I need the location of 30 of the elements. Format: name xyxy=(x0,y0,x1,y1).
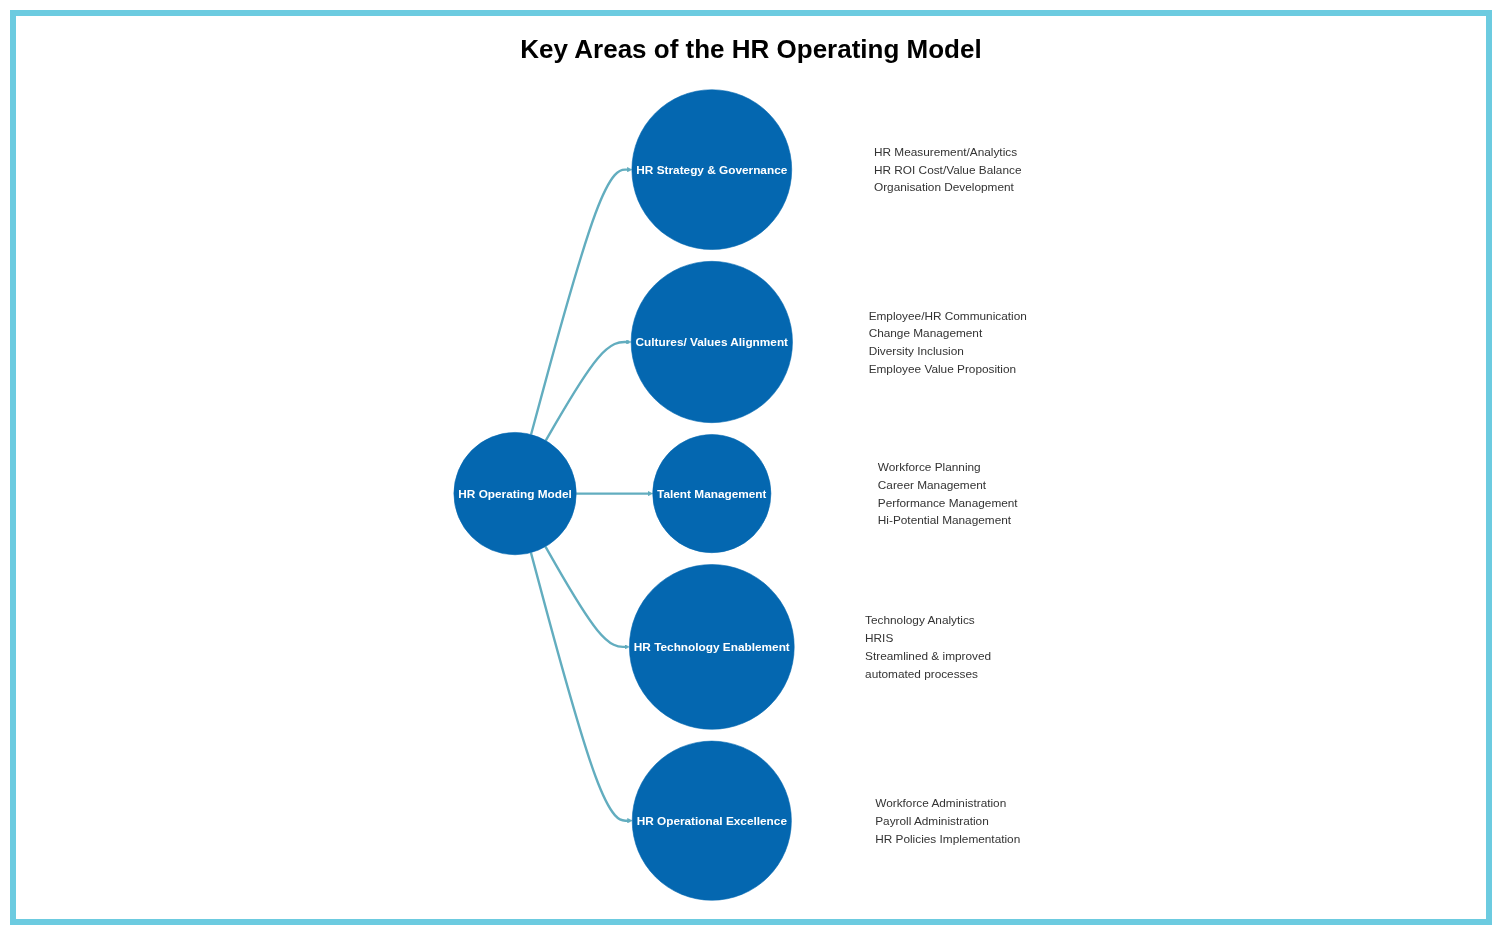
node-label: Workforce Administration xyxy=(875,796,1007,810)
node-circle xyxy=(453,432,577,556)
node-label: HR Measurement/Analytics xyxy=(873,145,1018,159)
node-label: Employee/HR Communication xyxy=(868,308,1027,322)
arrow xyxy=(544,339,632,442)
node-label: Payroll Administration xyxy=(875,814,989,828)
node-label: HR ROI Cost/Value Balance xyxy=(873,163,1022,177)
node-circle xyxy=(631,89,792,250)
node-label: HR Policies Implementation xyxy=(875,831,1021,845)
node-label: Technology Analytics xyxy=(865,613,975,627)
node-label: HRIS xyxy=(865,631,894,645)
hub-diagram: HR Operating Model HR Strategy & Governance Cultures/ Values Alignment Talent Management HR Technology Enablement HR Operational Excellence HR Measurement/Analytics HR ROI Cost/Value Balance Organisation Development Employee/HR Communication Change Management Diversity Inclusion Employee Value Proposition Workforce Planning Career Management Performance Management Hi-Potential Management Technology Analytics HRIS Streamlined & improved automated processes Workforce Administration Payroll Administration HR Policies Implementation xyxy=(16,85,1486,905)
node-circle xyxy=(652,434,772,553)
arrow xyxy=(576,491,653,497)
node-label: Workforce Planning xyxy=(877,460,981,474)
node-circle xyxy=(630,261,793,423)
node-label: Employee Value Proposition xyxy=(868,362,1017,376)
node-circle xyxy=(631,740,792,901)
arrow xyxy=(544,546,630,650)
node-label: Streamlined & improved automated processes xyxy=(865,649,992,680)
arrow xyxy=(529,552,633,824)
diagram-title: Key Areas of the HR Operating Model xyxy=(520,34,982,65)
node-label: Career Management xyxy=(877,478,987,492)
node-label: Organisation Development xyxy=(873,180,1014,194)
arrow xyxy=(529,167,633,435)
node-label: Change Management xyxy=(868,326,983,340)
node-circle xyxy=(629,564,795,730)
node-label: Performance Management xyxy=(877,495,1018,509)
node-label: Hi-Potential Management xyxy=(877,513,1012,527)
node-label: Diversity Inclusion xyxy=(868,344,964,358)
